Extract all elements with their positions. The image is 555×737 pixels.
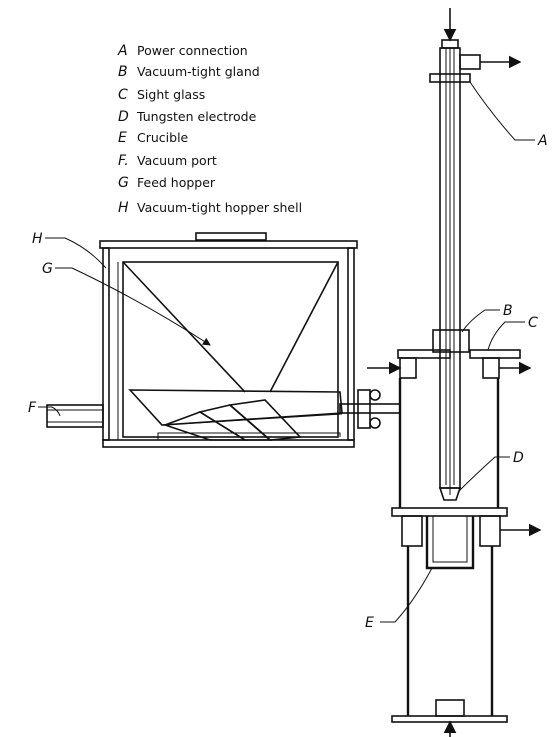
legend-letter: B	[118, 64, 128, 80]
bottom-inlet	[435, 699, 465, 717]
support-plate-1	[162, 411, 248, 441]
callout-b: B	[503, 303, 513, 319]
trough-lip	[161, 413, 343, 426]
legend-label: Vacuum-tight gland	[137, 64, 260, 79]
callouts: A B C D E F G H	[28, 81, 548, 631]
legend-letter: F.	[118, 153, 129, 169]
legend-item-g: G Feed hopper	[118, 175, 216, 191]
legend-letter: A	[117, 43, 128, 59]
bolt-icon	[369, 389, 381, 401]
callout-h: H	[32, 231, 43, 247]
leader-g	[55, 267, 211, 346]
tungsten-tip	[438, 487, 462, 501]
callout-a: A	[537, 133, 548, 149]
leader-e	[380, 567, 433, 623]
legend-item-a: A Power connection	[117, 43, 248, 59]
legend-label: Tungsten electrode	[136, 109, 257, 124]
electrode-assembly	[429, 8, 522, 501]
gland	[432, 329, 470, 353]
housing-left	[401, 515, 423, 547]
callout-g: G	[42, 261, 53, 277]
legend-item-d: D Tungsten electrode	[118, 109, 257, 125]
leader-f	[38, 406, 61, 417]
support-plate-3	[228, 399, 302, 441]
hopper-funnel-left	[122, 261, 246, 393]
upper-flange-right	[469, 349, 521, 359]
leader-d	[457, 456, 510, 493]
legend-letter: G	[118, 175, 129, 191]
feed-trough	[128, 389, 343, 426]
lid-flange	[195, 232, 267, 241]
legend-item-c: C Sight glass	[118, 87, 205, 103]
hopper-funnel-right	[269, 261, 339, 393]
shell-left-wall	[102, 247, 110, 441]
legend-label: Vacuum port	[137, 153, 217, 168]
crucible	[425, 516, 475, 570]
legend-item-b: B Vacuum-tight gland	[118, 64, 260, 80]
legend: A Power connection B Vacuum-tight gland …	[117, 43, 302, 216]
leader-b	[461, 309, 500, 333]
legend-label: Feed hopper	[137, 175, 216, 190]
legend-letter: C	[118, 87, 128, 103]
callout-d: D	[513, 450, 524, 466]
legend-item-f: F. Vacuum port	[118, 153, 217, 169]
vacuum-port	[46, 404, 104, 428]
bottom-plate	[391, 715, 508, 723]
hopper-frame	[122, 261, 339, 438]
sight-glass-right	[482, 357, 500, 379]
electrode-cap	[441, 39, 459, 49]
leader-a	[469, 81, 535, 141]
bolt-icon	[369, 417, 381, 429]
legend-letter: D	[118, 109, 129, 125]
lower-flange	[391, 507, 508, 517]
feed-hopper	[117, 261, 401, 441]
legend-item-e: E Crucible	[118, 130, 189, 146]
shell-top-wall	[99, 240, 358, 249]
legend-letter: E	[118, 130, 127, 146]
base-rail	[157, 432, 341, 440]
legend-label: Power connection	[137, 43, 248, 58]
leader-h	[45, 237, 107, 269]
feedthrough-flange	[357, 389, 371, 429]
shell-bottom-wall	[102, 439, 355, 448]
callout-f: F	[28, 400, 37, 416]
vacuum-port-tube	[46, 404, 104, 428]
hopper-frame-left	[117, 262, 124, 440]
shell-right-wall	[347, 247, 355, 441]
legend-item-h: H Vacuum-tight hopper shell	[118, 200, 302, 216]
callout-c: C	[528, 315, 538, 331]
furnace-chamber	[367, 329, 542, 737]
power-connection-fitting	[429, 73, 471, 83]
legend-label: Sight glass	[137, 87, 205, 102]
callout-e: E	[365, 615, 374, 631]
housing-right	[479, 515, 501, 547]
sight-glass-left	[399, 357, 417, 379]
side-port	[459, 54, 481, 70]
legend-label: Crucible	[137, 130, 189, 145]
legend-letter: H	[118, 200, 129, 216]
legend-label: Vacuum-tight hopper shell	[137, 200, 302, 215]
leader-c	[487, 321, 525, 351]
